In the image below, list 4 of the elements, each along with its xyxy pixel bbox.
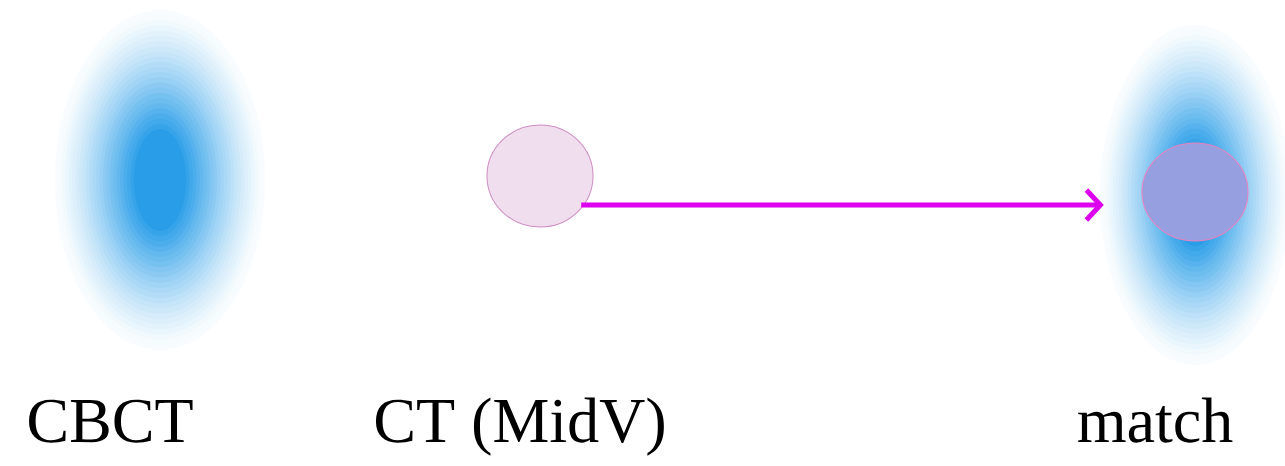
arrow — [581, 188, 1104, 222]
image-label: CT (MidV) — [375, 397, 664, 456]
image-label: CBCT — [29, 399, 193, 443]
image-label: match — [1078, 397, 1233, 443]
